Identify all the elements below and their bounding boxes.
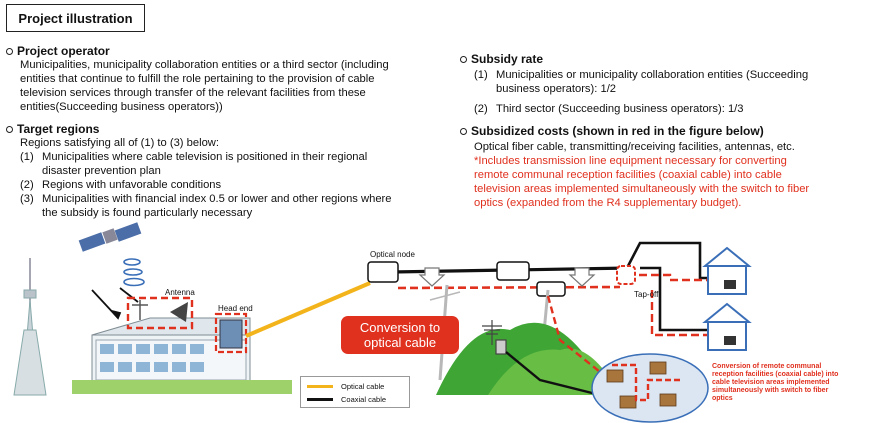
optical-swatch <box>307 385 333 388</box>
conversion-note: Conversion of remote communal reception … <box>712 363 839 402</box>
head-end-label: Head end <box>218 304 253 313</box>
down-arrow-icon <box>418 267 446 287</box>
satellite-icon <box>78 222 142 252</box>
amplifier-icon <box>536 281 566 297</box>
legend-item: Coaxial cable <box>307 395 386 404</box>
costs-note-line: *Includes transmission line equipment ne… <box>474 155 787 167</box>
tap-off-icon <box>616 265 636 285</box>
village-houses-icon <box>606 361 677 409</box>
head-end-highlight <box>214 312 248 354</box>
house-icon <box>702 246 752 295</box>
list-item: (2)Third sector (Succeeding business ope… <box>474 103 744 115</box>
circle-bullet-icon <box>6 47 13 55</box>
section-subsidized-costs: Subsidized costs (shown in red in the fi… <box>460 124 865 210</box>
antenna-highlight <box>126 296 194 330</box>
operator-line: Municipalities, municipality collaborati… <box>20 59 389 71</box>
section-subsidy-rate: Subsidy rate (1)Municipalities or munici… <box>460 52 865 116</box>
rate-heading: Subsidy rate <box>471 52 544 66</box>
list-item: (1)Municipalities where cable television… <box>20 151 368 177</box>
coaxial-cable-line <box>391 266 631 274</box>
village-area <box>591 353 709 423</box>
broadcast-building-icon <box>72 317 292 394</box>
list-item: (1)Municipalities or municipality collab… <box>474 69 809 95</box>
down-arrow-icon <box>568 267 596 287</box>
costs-note-line: television areas implemented simultaneou… <box>474 183 810 195</box>
costs-note-line: optics (expanded from the R4 supplementa… <box>474 197 742 209</box>
costs-line: Optical fiber cable, transmitting/receiv… <box>474 141 795 153</box>
section-project-operator: Project operator Municipalities, municip… <box>6 44 446 114</box>
hill-antenna-icon <box>482 320 507 355</box>
costs-note-line: remote communal reception facilities (co… <box>474 169 782 181</box>
signal-waves-icon <box>123 258 145 287</box>
tap-off-label: Tap-off <box>634 290 659 299</box>
operator-heading: Project operator <box>17 44 110 58</box>
tv-tower-icon <box>13 258 47 396</box>
operator-line: entities(Succeeding business operators)) <box>20 101 223 113</box>
amplifier-icon <box>496 261 530 281</box>
hills-icon <box>436 322 620 395</box>
head-end-icon <box>219 319 243 349</box>
target-heading: Target regions <box>17 122 100 136</box>
legend: Optical cable Coaxial cable <box>300 376 410 408</box>
circle-bullet-icon <box>460 55 467 63</box>
circle-bullet-icon <box>6 125 13 133</box>
house-icon <box>702 302 752 351</box>
coaxial-swatch <box>307 398 333 401</box>
circle-bullet-icon <box>460 127 467 135</box>
list-item: (2)Regions with unfavorable conditions <box>20 179 222 191</box>
roof-antenna-icon <box>132 300 188 322</box>
list-item: (3)Municipalities with financial index 0… <box>20 193 392 219</box>
page-title: Project illustration <box>6 4 145 32</box>
operator-line: entities that continue to fulfill the ro… <box>20 73 375 85</box>
operator-line: television services through transfer of … <box>20 87 366 99</box>
fiber-route-highlight <box>397 285 621 290</box>
legend-item: Optical cable <box>307 382 384 391</box>
antenna-label: Antenna <box>165 288 195 297</box>
optical-node-icon <box>367 261 399 283</box>
optical-node-label: Optical node <box>370 250 415 259</box>
target-intro: Regions satisfying all of (1) to (3) bel… <box>20 137 219 149</box>
section-target-regions: Target regions Regions satisfying all of… <box>6 122 446 220</box>
costs-heading: Subsidized costs (shown in red in the fi… <box>471 124 764 138</box>
